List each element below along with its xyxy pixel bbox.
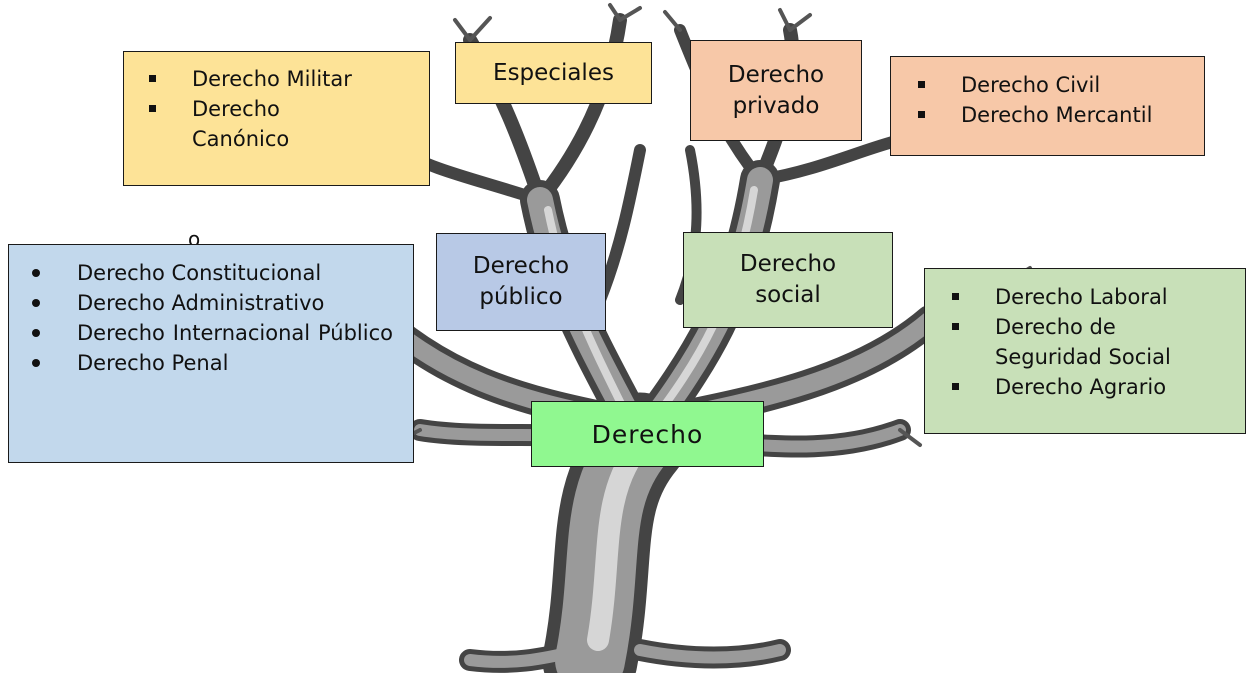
social-label: Derecho social xyxy=(739,251,837,308)
privado-list-box: Derecho Civil Derecho Mercantil xyxy=(890,56,1205,156)
publico-node: Derecho público xyxy=(436,233,606,331)
list-item: Derecho Canónico xyxy=(149,94,342,154)
list-item: Derecho Laboral xyxy=(952,282,1237,312)
list-item: Derecho de Seguridad Social xyxy=(952,312,1215,372)
list-item: Derecho Constitucional xyxy=(32,258,393,288)
list-item: Derecho Penal xyxy=(32,348,393,378)
especiales-list-box: Derecho Militar Derecho Canónico xyxy=(123,51,430,186)
list-item: Derecho Militar xyxy=(149,64,421,94)
list-item: Derecho Civil xyxy=(918,70,1196,100)
especiales-label: Especiales xyxy=(493,59,614,86)
list-item: Derecho Administrativo xyxy=(32,288,393,318)
publico-list: Derecho Constitucional Derecho Administr… xyxy=(32,258,393,378)
root-node: Derecho xyxy=(531,401,764,467)
privado-node: Derecho privado xyxy=(690,40,862,141)
root-label: Derecho xyxy=(591,419,704,449)
publico-list-box: Derecho Constitucional Derecho Administr… xyxy=(8,244,414,463)
social-node: Derecho social xyxy=(683,232,893,328)
privado-label: Derecho privado xyxy=(727,61,825,119)
list-item: Derecho Agrario xyxy=(952,372,1237,402)
social-list: Derecho Laboral Derecho de Seguridad Soc… xyxy=(952,282,1237,402)
especiales-node: Especiales xyxy=(455,42,652,104)
list-item: Derecho Internacional Público xyxy=(32,318,393,348)
privado-list: Derecho Civil Derecho Mercantil xyxy=(918,70,1196,130)
social-list-box: Derecho Laboral Derecho de Seguridad Soc… xyxy=(924,268,1246,434)
list-item: Derecho Mercantil xyxy=(918,100,1196,130)
publico-label: Derecho público xyxy=(472,253,570,310)
especiales-list: Derecho Militar Derecho Canónico xyxy=(149,64,421,154)
